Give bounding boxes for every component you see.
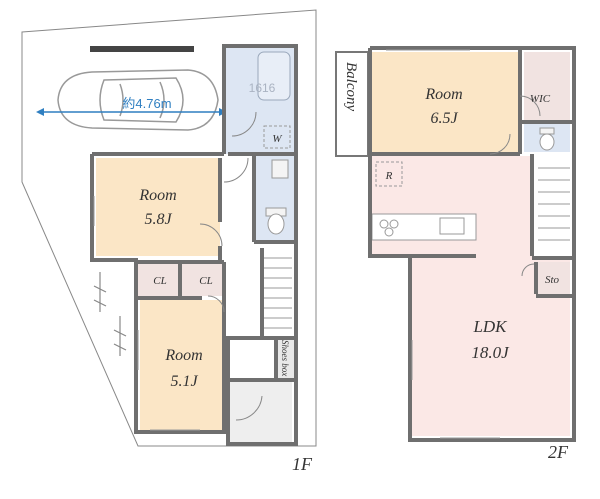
fridge-icon: R <box>375 161 403 187</box>
storage-label: Sto <box>545 274 560 286</box>
wic-label: WIC <box>530 93 551 105</box>
floor-1: 約4.76m 1616 <box>21 9 317 474</box>
washer-icon: W <box>263 125 291 149</box>
room-5-8-name: Room <box>138 187 176 204</box>
parking-dimension: 約4.76m <box>36 96 227 116</box>
washer-label: W <box>272 133 282 145</box>
bicycle-icon <box>93 272 127 356</box>
wic-floor <box>524 52 570 120</box>
ldk-size: 18.0J <box>471 343 510 362</box>
bath-size-label: 1616 <box>249 81 276 95</box>
room-6-5-size: 6.5J <box>430 110 458 127</box>
entrance-floor <box>228 382 292 442</box>
room-5-8-floor <box>96 158 220 256</box>
balcony-area <box>335 51 369 157</box>
kitchen-sink-icon <box>439 217 465 235</box>
closet-right-label: CL <box>199 275 212 287</box>
car-icon <box>57 69 219 131</box>
stairs-2f-icon <box>538 167 570 241</box>
room-6-5-name: Room <box>424 86 462 103</box>
stair-1f <box>262 248 294 338</box>
parking-bar <box>90 46 194 52</box>
shoes-box-label: Shoes box <box>280 340 290 376</box>
room-6-5-floor <box>372 52 518 152</box>
fridge-label: R <box>385 170 393 182</box>
room-5-1-floor <box>140 300 224 430</box>
floor-2: Balcony <box>335 46 576 462</box>
room-5-1-size: 5.1J <box>170 373 198 390</box>
door-swings-1f <box>199 111 263 421</box>
floor-1-label: 1F <box>292 454 313 474</box>
balcony-label: Balcony <box>343 62 359 111</box>
room-5-1-name: Room <box>164 347 202 364</box>
door-swings-2f <box>489 95 541 277</box>
storage-floor <box>536 262 570 294</box>
toilet-icon <box>265 207 287 235</box>
bathtub-icon: 1616 <box>249 51 291 101</box>
stairs-1f-icon <box>264 257 292 329</box>
sink-icon <box>271 159 289 179</box>
stove-icon <box>379 219 399 237</box>
toilet-2f-icon <box>539 127 555 151</box>
closet-left-label: CL <box>153 275 166 287</box>
floor-2-label: 2F <box>548 442 569 462</box>
room-5-8-size: 5.8J <box>144 211 172 228</box>
ldk-name: LDK <box>472 317 508 336</box>
parking-dimension-label: 約4.76m <box>122 96 171 111</box>
shoes-box-floor <box>278 336 294 380</box>
ldk-upper-floor <box>372 156 532 256</box>
